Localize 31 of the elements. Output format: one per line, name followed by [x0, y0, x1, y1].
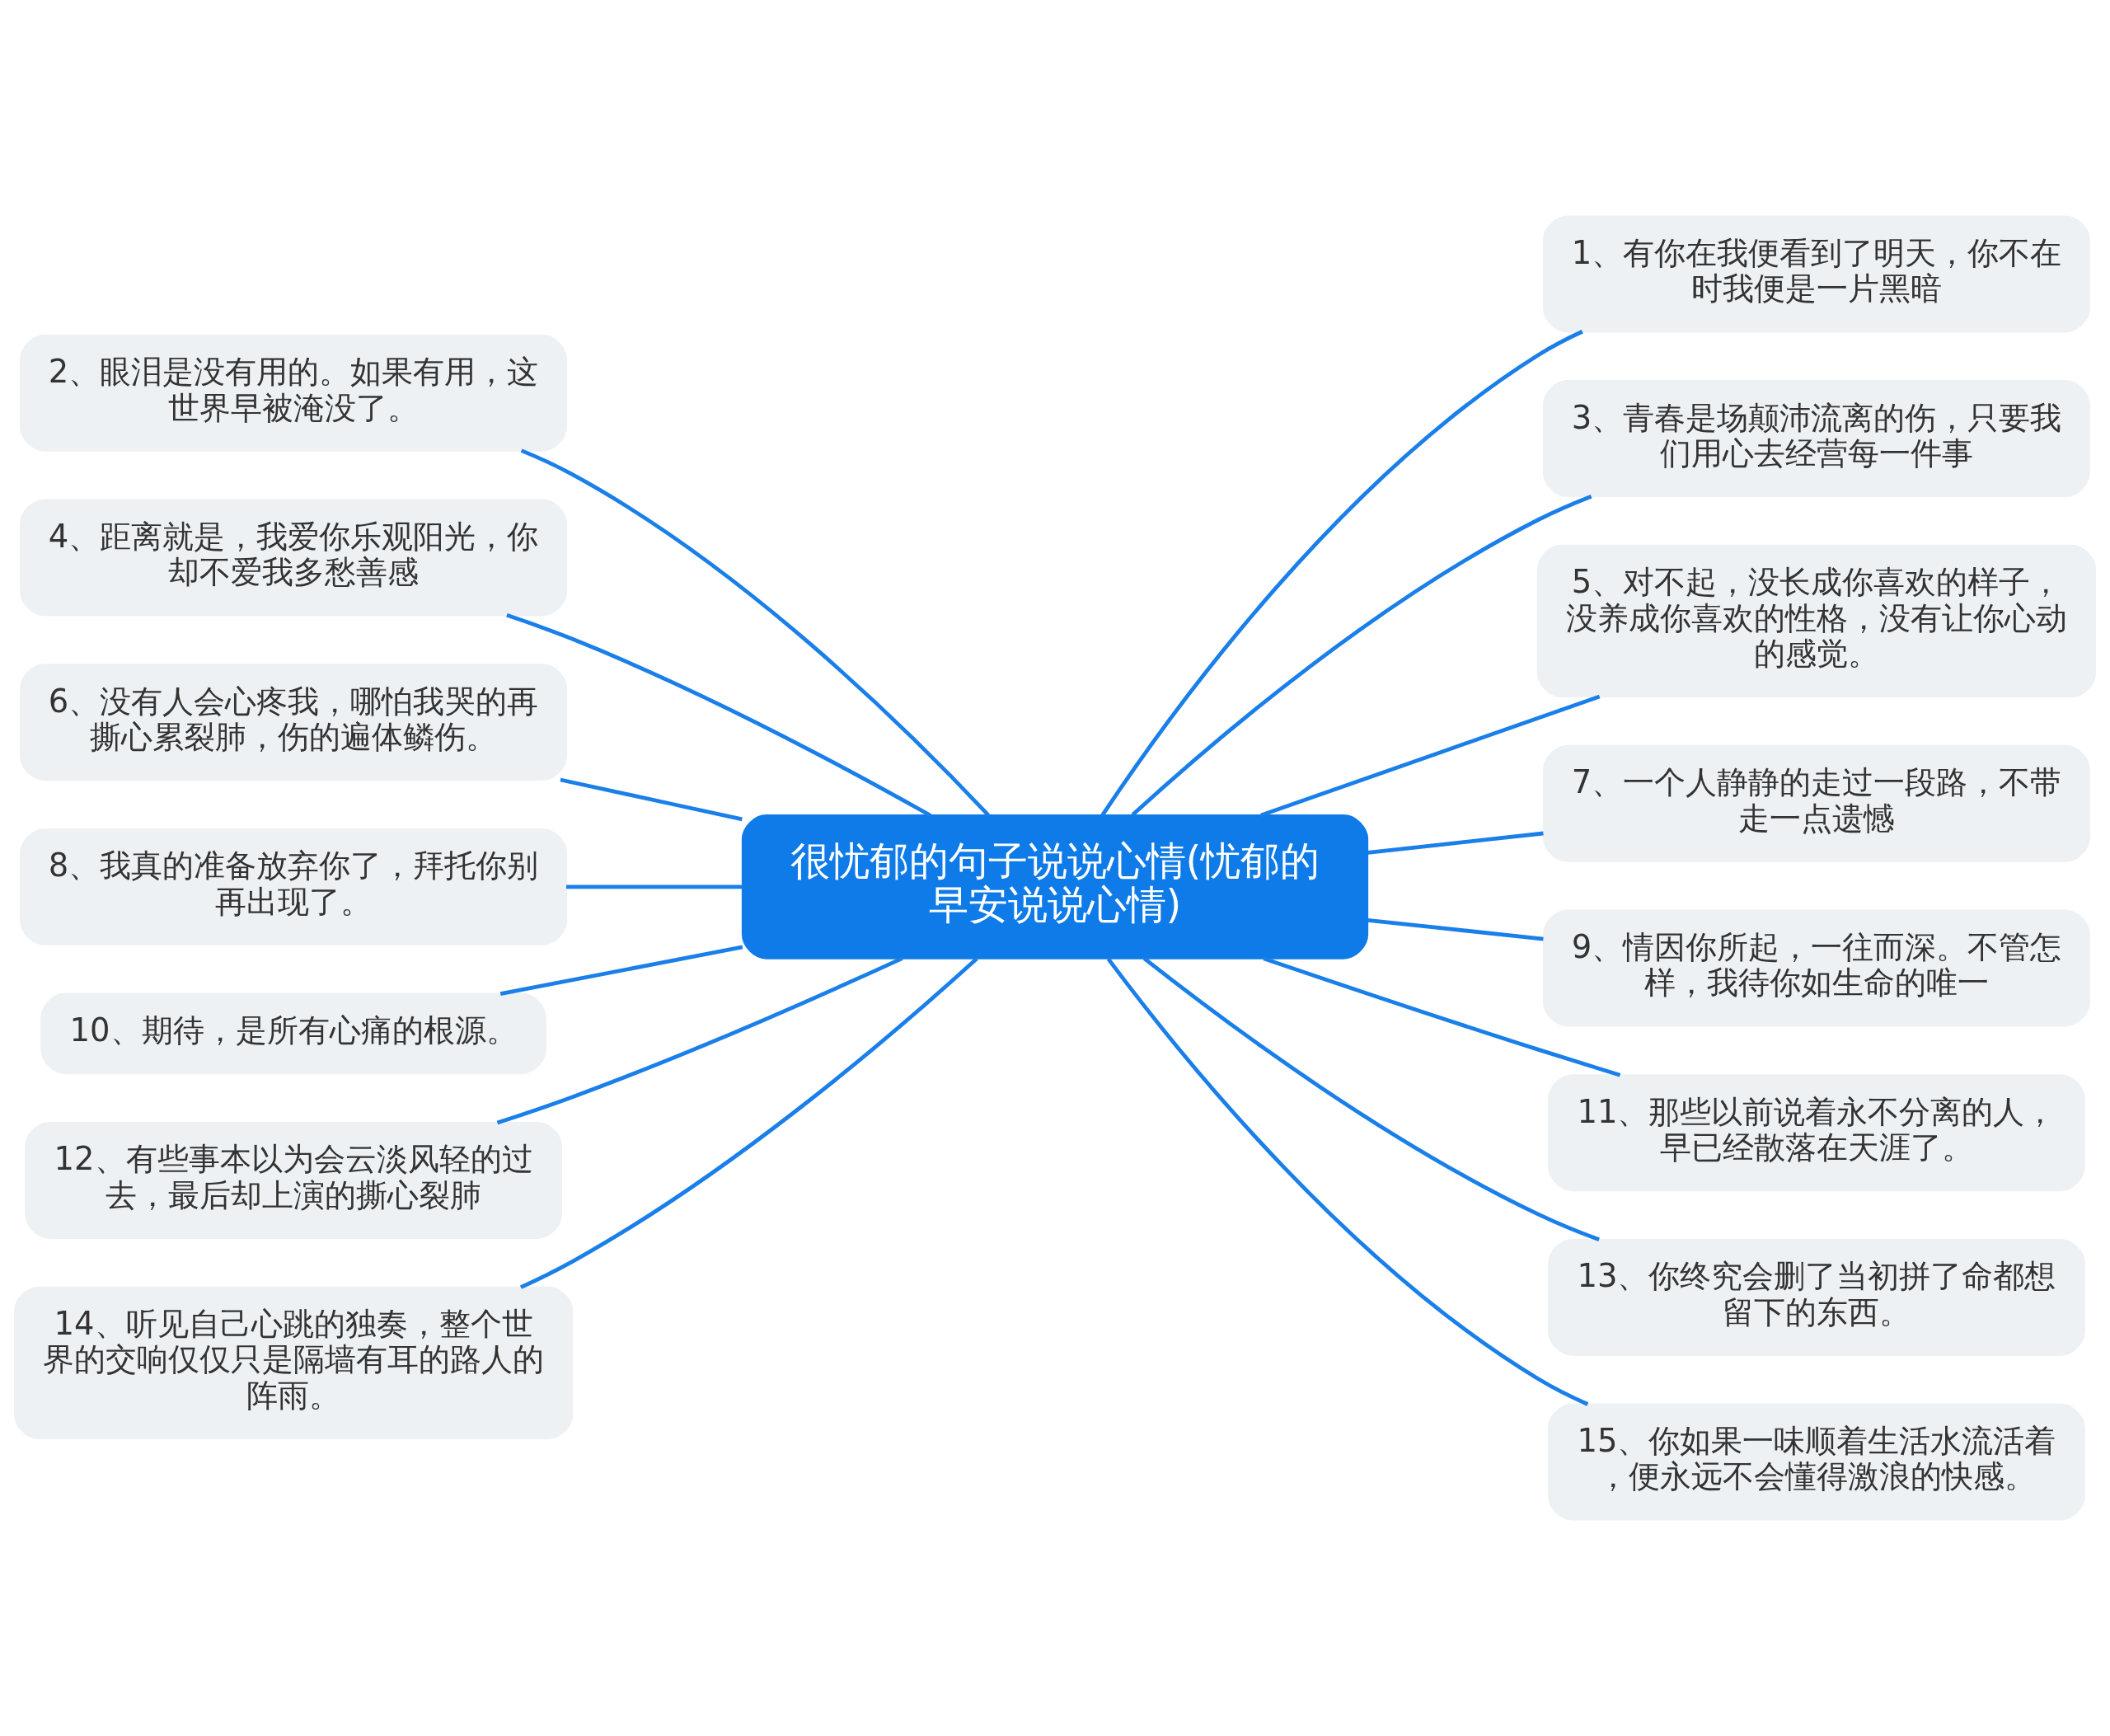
node-box: 15、你如果一味顺着生活水流活着，便永远不会懂得激浪的快感。: [1547, 1403, 2085, 1521]
node-box: 12、有些事本以为会云淡风轻的过去，最后却上演的撕心裂肺: [25, 1121, 563, 1239]
connector: [1131, 494, 1592, 817]
node-box: 11、那些以前说着永不分离的人，早已经散落在天涯了。: [1547, 1074, 2085, 1192]
connector: [1100, 330, 1583, 817]
connector: [1263, 956, 1621, 1077]
node-box: 5、对不起，没长成你喜欢的样子，没养成你喜欢的性格，没有让你心动的感觉。: [1536, 544, 2097, 698]
node-box: 7、一个人静静的走过一段路，不带走一点遗憾: [1542, 744, 2090, 862]
connector: [520, 448, 990, 817]
connector: [1260, 694, 1601, 818]
connector: [1367, 831, 1544, 855]
node-box: 很忧郁的句子说说心情(忧郁的早安说说心情): [741, 814, 1369, 959]
node-box: 14、听见自己心跳的独奏，整个世界的交响仅仅只是隔墙有耳的路人的阵雨。: [13, 1286, 574, 1439]
node-box: 2、眼泪是没有用的。如果有用，这世界早被淹没了。: [20, 334, 568, 452]
node-box: 4、距离就是，我爱你乐观阳光，你却不爱我多愁善感: [20, 499, 568, 617]
connector: [519, 957, 978, 1289]
node-box: 6、没有人会心疼我，哪怕我哭的再撕心累裂肺，伤的遍体鳞伤。: [20, 664, 568, 781]
node-box: 9、情因你所起，一往而深。不管怎样，我待你如生命的唯一: [1542, 909, 2090, 1027]
connector: [1367, 917, 1544, 941]
node-box: 3、青春是场颠沛流离的伤，只要我们用心去经营每一件事: [1542, 380, 2090, 498]
connector: [1142, 956, 1600, 1242]
connector: [499, 945, 743, 997]
connector: [506, 613, 932, 818]
connector: [496, 956, 903, 1125]
node-box: 8、我真的准备放弃你了，拜托你别再出现了。: [20, 828, 568, 945]
connector: [1106, 958, 1589, 1406]
connector: [566, 884, 743, 889]
node-box: 10、期待，是所有心痛的根源。: [40, 992, 546, 1075]
node-box: 1、有你在我便看到了明天，你不在时我便是一片黑暗: [1542, 215, 2090, 333]
node-box: 13、你终究会删了当初拼了命都想留下的东西。: [1547, 1238, 2085, 1356]
connector: [560, 777, 743, 822]
